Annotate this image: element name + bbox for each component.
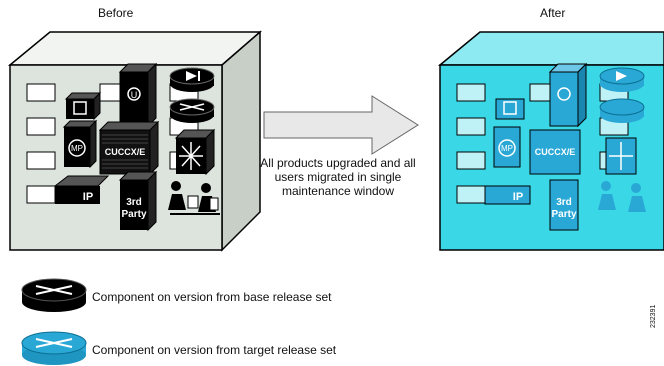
cuccx-label: CUCCX/E bbox=[535, 147, 576, 157]
third-party-label-1: 3rd bbox=[126, 197, 142, 208]
mp-label: MP bbox=[71, 144, 83, 153]
ip-phone-icon: IP bbox=[484, 185, 531, 205]
legend-base-label: Component on version from base release s… bbox=[92, 290, 332, 304]
migration-arrow bbox=[263, 95, 419, 155]
arrow-caption: All products upgraded and all users migr… bbox=[260, 156, 416, 198]
legend-target-label: Component on version from target release… bbox=[92, 343, 337, 357]
before-title: Before bbox=[98, 6, 134, 20]
third-party-server-icon: 3rd Party bbox=[549, 179, 579, 231]
server-tower-icon bbox=[548, 62, 588, 128]
voice-router-icon bbox=[169, 67, 215, 92]
third-party-server-icon: 3rd Party bbox=[118, 170, 158, 232]
ip-phone-icon: IP bbox=[53, 175, 110, 204]
third-party-label-2: Party bbox=[121, 209, 146, 220]
cuccx-label: CUCCX/E bbox=[105, 147, 146, 157]
ip-label: IP bbox=[513, 191, 523, 203]
media-server-icon bbox=[495, 98, 525, 120]
mp-label: MP bbox=[501, 144, 513, 153]
server-tower-icon: U bbox=[118, 62, 158, 128]
svg-text:U: U bbox=[131, 90, 138, 100]
layer3-switch-icon bbox=[174, 128, 216, 176]
voice-router-icon bbox=[599, 67, 645, 92]
third-party-label-2: Party bbox=[551, 209, 576, 220]
after-title: After bbox=[540, 6, 566, 20]
layer3-switch-icon bbox=[605, 137, 637, 175]
cuccx-switch-icon: CUCCX/E bbox=[98, 120, 160, 176]
router-icon bbox=[169, 98, 215, 123]
router-icon bbox=[599, 98, 645, 123]
before-box: U MP CUCCX/E bbox=[7, 30, 263, 252]
users-icon bbox=[598, 181, 646, 212]
media-server-icon bbox=[64, 91, 102, 121]
ip-label: IP bbox=[83, 191, 93, 203]
third-party-label-1: 3rd bbox=[556, 197, 572, 208]
mp-server-icon: MP bbox=[493, 126, 521, 168]
base-release-router-icon bbox=[21, 278, 87, 312]
users-icon bbox=[168, 181, 220, 215]
figure-id: 232391 bbox=[650, 304, 657, 328]
target-release-router-icon bbox=[21, 331, 87, 365]
mp-server-icon: MP bbox=[62, 119, 98, 169]
after-box: MP CUCCX/E IP 3rd Party bbox=[437, 31, 664, 251]
cuccx-switch-icon: CUCCX/E bbox=[529, 129, 581, 175]
